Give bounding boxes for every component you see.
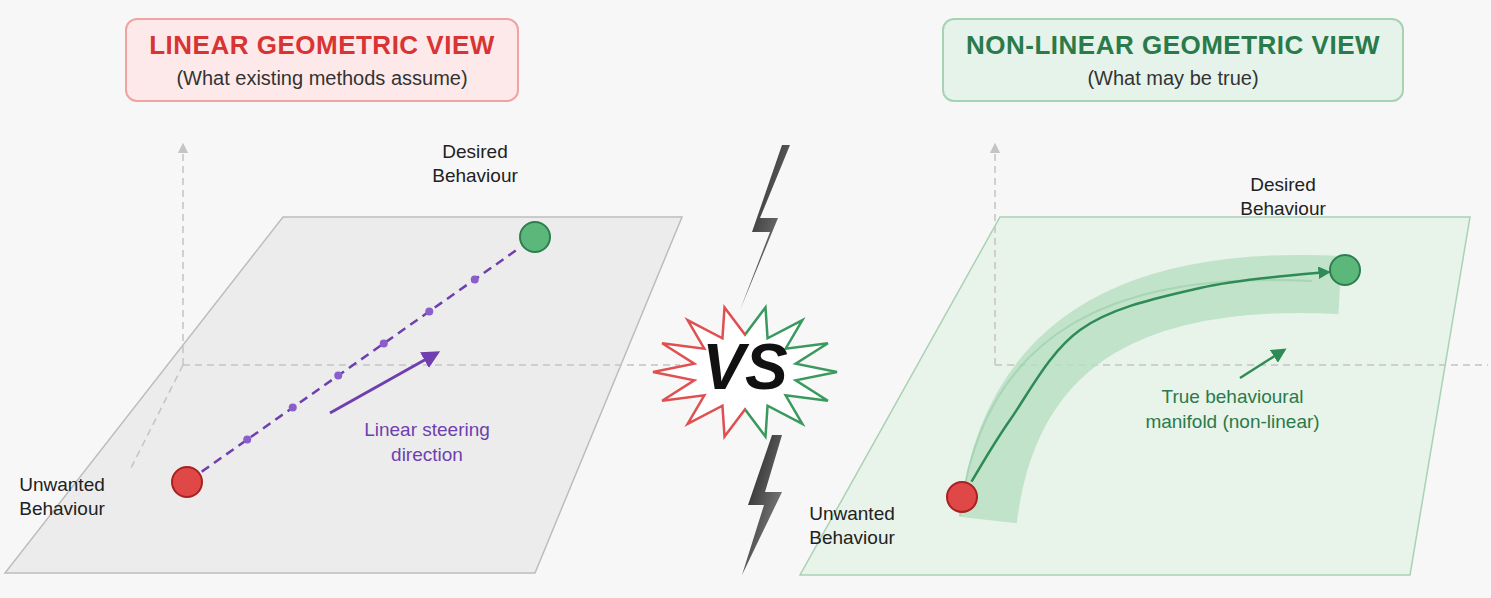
manifold-path: [972, 272, 1328, 482]
lightning-bolt: [740, 145, 790, 310]
behaviour-circle: Unwanted Behaviour: [170, 465, 204, 499]
axis: [182, 148, 184, 365]
circle-shape: [945, 480, 979, 514]
axis: [130, 365, 183, 470]
panel-title: NON-LINEAR GEOMETRIC VIEW: [966, 30, 1380, 61]
lightning-bolt: [742, 435, 782, 575]
left-plane: [5, 217, 682, 573]
right-plane: [800, 217, 1470, 575]
behaviour-label: Desired Behaviour: [1223, 173, 1343, 221]
axis: [994, 148, 996, 365]
behaviour-circle: Unwanted Behaviour: [945, 480, 979, 514]
vs-burst: [653, 307, 837, 436]
circle-shape: [1330, 255, 1360, 285]
behaviour-circle: Desired Behaviour: [518, 220, 552, 254]
path-dot: [289, 404, 297, 412]
manifold-band: [988, 284, 1340, 520]
behaviour-label: Unwanted Behaviour: [797, 502, 907, 550]
manifold-label: True behavioural manifold (non-linear): [1140, 385, 1325, 434]
circle-shape: [172, 467, 202, 497]
panel-subtitle: (What existing methods assume): [149, 67, 495, 90]
steering-label: Linear steering direction: [352, 418, 502, 467]
linear-path: [202, 247, 521, 471]
path-dot: [334, 372, 342, 380]
title-box: LINEAR GEOMETRIC VIEW (What existing meth…: [125, 18, 519, 102]
vs-label: VS: [675, 335, 815, 399]
path-dot: [243, 436, 251, 444]
vs-burst: [653, 307, 745, 436]
leader-arrow: [1240, 350, 1284, 378]
title-box: NON-LINEAR GEOMETRIC VIEW (What may be tr…: [942, 18, 1404, 102]
circle-shape: [520, 222, 550, 252]
circle-shape: [947, 482, 977, 512]
vs-burst: [745, 307, 837, 436]
steering-arrow: [330, 353, 437, 413]
behaviour-label: Desired Behaviour: [415, 140, 535, 188]
circle-shape: [170, 465, 204, 499]
panel-subtitle: (What may be true): [966, 67, 1380, 90]
path-dot: [425, 307, 433, 315]
panel-title: LINEAR GEOMETRIC VIEW: [149, 30, 495, 61]
behaviour-label: Unwanted Behaviour: [7, 473, 117, 521]
circle-shape: [518, 220, 552, 254]
axis: [183, 364, 680, 366]
path-dot: [471, 275, 479, 283]
path-dot: [380, 339, 388, 347]
behaviour-circle: Desired Behaviour: [1328, 253, 1362, 287]
circle-shape: [1328, 253, 1362, 287]
